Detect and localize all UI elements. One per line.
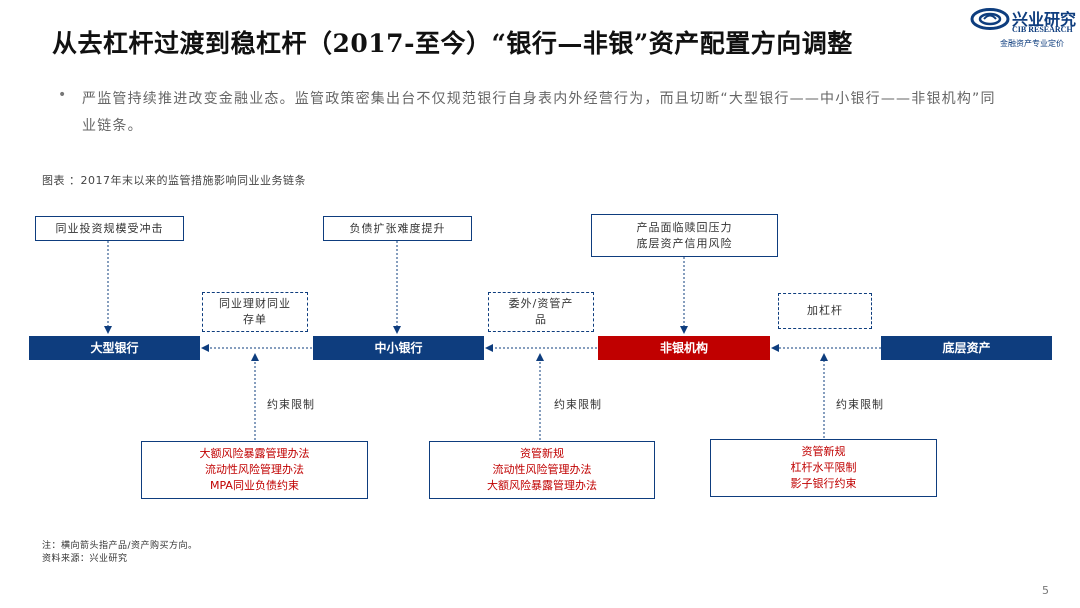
regulation-box-middle: 资管新规 流动性风险管理办法 大额风险暴露管理办法 [429, 441, 655, 499]
regulation-asset-mgmt-rules-2: 资管新规 [801, 445, 846, 458]
label-entrusted-line1: 委外/资管产 [508, 297, 574, 310]
regulation-shadow-banking: 影子银行约束 [790, 477, 857, 490]
note-credit-risk: 底层资产信用风险 [636, 236, 733, 250]
logo-name: 兴业研究 [1012, 10, 1077, 29]
regulation-mpa: MPA同业负债约束 [210, 479, 299, 492]
node-base-asset: 底层资产 [881, 336, 1052, 360]
node-big-bank: 大型银行 [29, 336, 200, 360]
source-note: 资料来源：兴业研究 [42, 554, 128, 564]
regulation-box-right: 资管新规 杠杆水平限制 影子银行约束 [710, 439, 937, 497]
bullet-text: 严监管持续推进改变金融业态。监管政策密集出台不仅规范银行自身表内外经营行为，而且… [82, 91, 996, 134]
regulation-liquidity-risk: 流动性风险管理办法 [205, 463, 304, 476]
regulation-large-exposure: 大额风险暴露管理办法 [199, 447, 310, 460]
regulation-liquidity-risk-2: 流动性风险管理办法 [492, 463, 592, 476]
logo-english: CIB RESEARCH [1012, 25, 1073, 34]
regulation-large-exposure-2: 大额风险暴露管理办法 [487, 479, 597, 492]
constraint-left: 约束限制 [267, 398, 315, 411]
label-interbank-wmp-cd: 同业理财同业 存单 [202, 292, 308, 332]
figure-caption: 图表 ：2017年末以来的监管措施影响同业业务链条 [42, 174, 306, 187]
constraint-middle: 约束限制 [554, 398, 602, 411]
regulation-leverage-limit: 杠杆水平限制 [790, 461, 857, 474]
label-interbank-line1: 同业理财同业 [219, 297, 291, 310]
note-redemption-pressure: 产品面临赎回压力 [636, 220, 733, 234]
note-interbank-investment: 同业投资规模受冲击 [35, 216, 184, 241]
label-interbank-line2: 存单 [243, 313, 267, 326]
label-entrusted-line2: 品 [535, 313, 547, 326]
label-entrusted-products: 委外/资管产 品 [488, 292, 594, 332]
node-small-bank: 中小银行 [313, 336, 484, 360]
bullet-marker: • [58, 87, 67, 103]
constraint-right: 约束限制 [836, 398, 884, 411]
logo-subtitle: 金融资产专业定价 [1000, 39, 1064, 48]
node-nonbank: 非银机构 [598, 336, 770, 360]
page-number: 5 [1042, 584, 1049, 597]
cib-logo-icon [970, 8, 1010, 30]
note-nonbank-pressure: 产品面临赎回压力 底层资产信用风险 [591, 214, 778, 257]
regulation-box-left: 大额风险暴露管理办法 流动性风险管理办法 MPA同业负债约束 [141, 441, 368, 499]
footnote: 注：横向箭头指产品/资产购买方向。 [42, 541, 198, 551]
note-liability-expansion: 负债扩张难度提升 [323, 216, 472, 241]
label-add-leverage: 加杠杆 [778, 293, 872, 329]
regulation-asset-mgmt-rules: 资管新规 [520, 447, 564, 460]
page-title: 从去杠杆过渡到稳杠杆（2017-至今）“银行—非银”资产配置方向调整 [52, 29, 853, 58]
